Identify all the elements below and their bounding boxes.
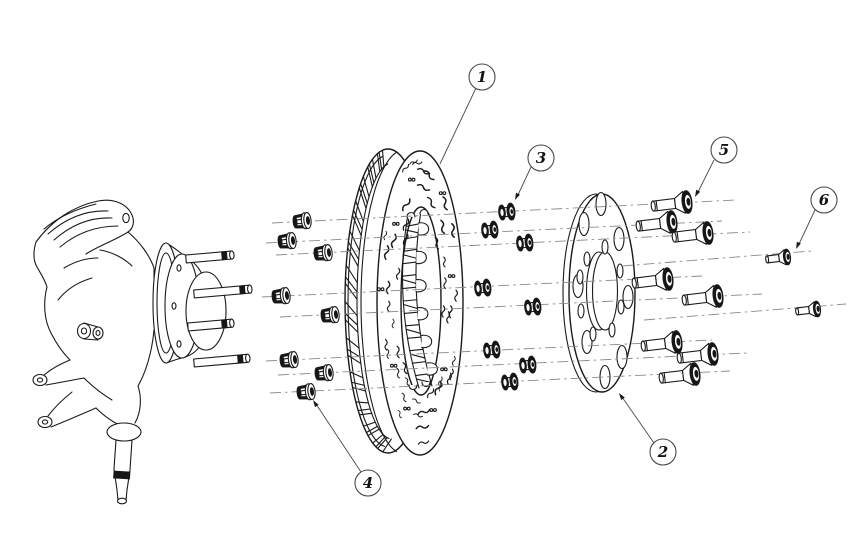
centerline: [643, 303, 847, 321]
centerline: [269, 370, 731, 394]
countersunk-bolt: [658, 362, 701, 386]
callout-2-leader: [621, 396, 655, 444]
spacer-bushing: [516, 233, 534, 252]
spacer-bushing: [474, 278, 492, 297]
flange-nut: [313, 244, 333, 262]
rotor-hat-adapter: [562, 191, 636, 393]
callout-6-label: 6: [819, 191, 830, 209]
flange-nut: [279, 351, 299, 369]
hat-outer-hole: [616, 344, 628, 370]
wheel-stud: [185, 250, 235, 264]
countersunk-bolt: [635, 210, 678, 234]
callout-2-arrowhead: [619, 393, 625, 400]
callouts: 1 2 3 4 5 6: [313, 63, 838, 497]
callout-3-arrowhead: [515, 192, 520, 200]
hat-inner-hole: [601, 239, 609, 255]
flange-nut: [277, 232, 297, 250]
centerline: [279, 293, 763, 318]
callout-3-label: 3: [536, 149, 546, 167]
countersunk-bolt: [640, 330, 683, 354]
callout-3-bubble: [527, 144, 555, 172]
flange-nut: [320, 306, 340, 324]
callout-5-bubble: [710, 136, 738, 164]
centerline: [277, 352, 748, 376]
countersunk-bolts: [631, 190, 724, 386]
flange-nut: [296, 383, 316, 401]
spacer-bushings: [474, 202, 542, 391]
callout-6: 6: [796, 186, 838, 249]
flange-nuts: [271, 212, 340, 401]
hat-inner-hole: [616, 263, 624, 279]
flange-nut: [314, 364, 334, 382]
wheel-stud: [193, 353, 251, 368]
callout-3-leader: [516, 166, 532, 198]
countersunk-bolt: [650, 190, 693, 214]
callout-6-leader: [798, 209, 816, 245]
set-screws: [765, 248, 822, 318]
callout-2: 2: [619, 393, 677, 466]
callout-6-arrowhead: [796, 241, 801, 249]
countersunk-bolt: [676, 342, 719, 366]
countersunk-bolt: [671, 221, 714, 245]
hat-inner-hole: [583, 251, 591, 267]
spacer-bushing: [501, 372, 519, 391]
hat-inner-hole: [577, 303, 585, 319]
hat-inner-hole: [617, 299, 625, 315]
callout-4-bubble: [354, 469, 382, 497]
callout-4-leader: [315, 403, 362, 473]
callout-6-bubble: [810, 186, 838, 214]
hat-inner-hole: [589, 326, 597, 342]
set-screw: [795, 300, 822, 318]
callout-2-bubble: [649, 438, 677, 466]
centerline: [275, 231, 751, 256]
hat-outer-hole: [578, 211, 590, 237]
spacer-bushing: [498, 202, 516, 221]
callout-1-label: 1: [477, 68, 487, 86]
callout-4-arrowhead: [313, 400, 319, 408]
hat-outer-hole: [581, 329, 593, 355]
callout-4-label: 4: [363, 474, 373, 492]
hat-outer-hole: [595, 191, 607, 217]
callout-1: 1: [439, 63, 496, 165]
set-screw: [765, 248, 792, 266]
wheel-stud: [193, 284, 253, 299]
countersunk-bolt: [681, 284, 724, 308]
hat-inner-hole: [576, 269, 584, 285]
callout-4: 4: [313, 400, 382, 497]
spacer-bushing: [481, 220, 499, 239]
steering-knuckle-hub-assembly: [32, 199, 253, 505]
callout-5-leader: [697, 159, 715, 193]
callout-1-bubble: [468, 63, 496, 91]
callout-5-arrowhead: [695, 189, 701, 197]
spacer-bushing: [483, 340, 501, 359]
countersunk-bolt: [631, 267, 674, 291]
callout-1-leader: [439, 87, 477, 165]
flange-nut: [292, 212, 312, 230]
callout-5: 5: [695, 136, 738, 197]
flange-nut: [271, 287, 291, 305]
hat-outer-hole: [622, 284, 634, 310]
hat-outer-hole: [613, 226, 625, 252]
hat-inner-hole: [608, 322, 616, 338]
callout-2-label: 2: [657, 443, 668, 461]
spacer-bushing: [524, 297, 542, 316]
wheel-stud: [187, 318, 235, 332]
brake-rotor: [344, 148, 464, 456]
callout-3: 3: [515, 144, 555, 200]
callout-5-label: 5: [719, 141, 729, 159]
spacer-bushing: [519, 355, 537, 374]
